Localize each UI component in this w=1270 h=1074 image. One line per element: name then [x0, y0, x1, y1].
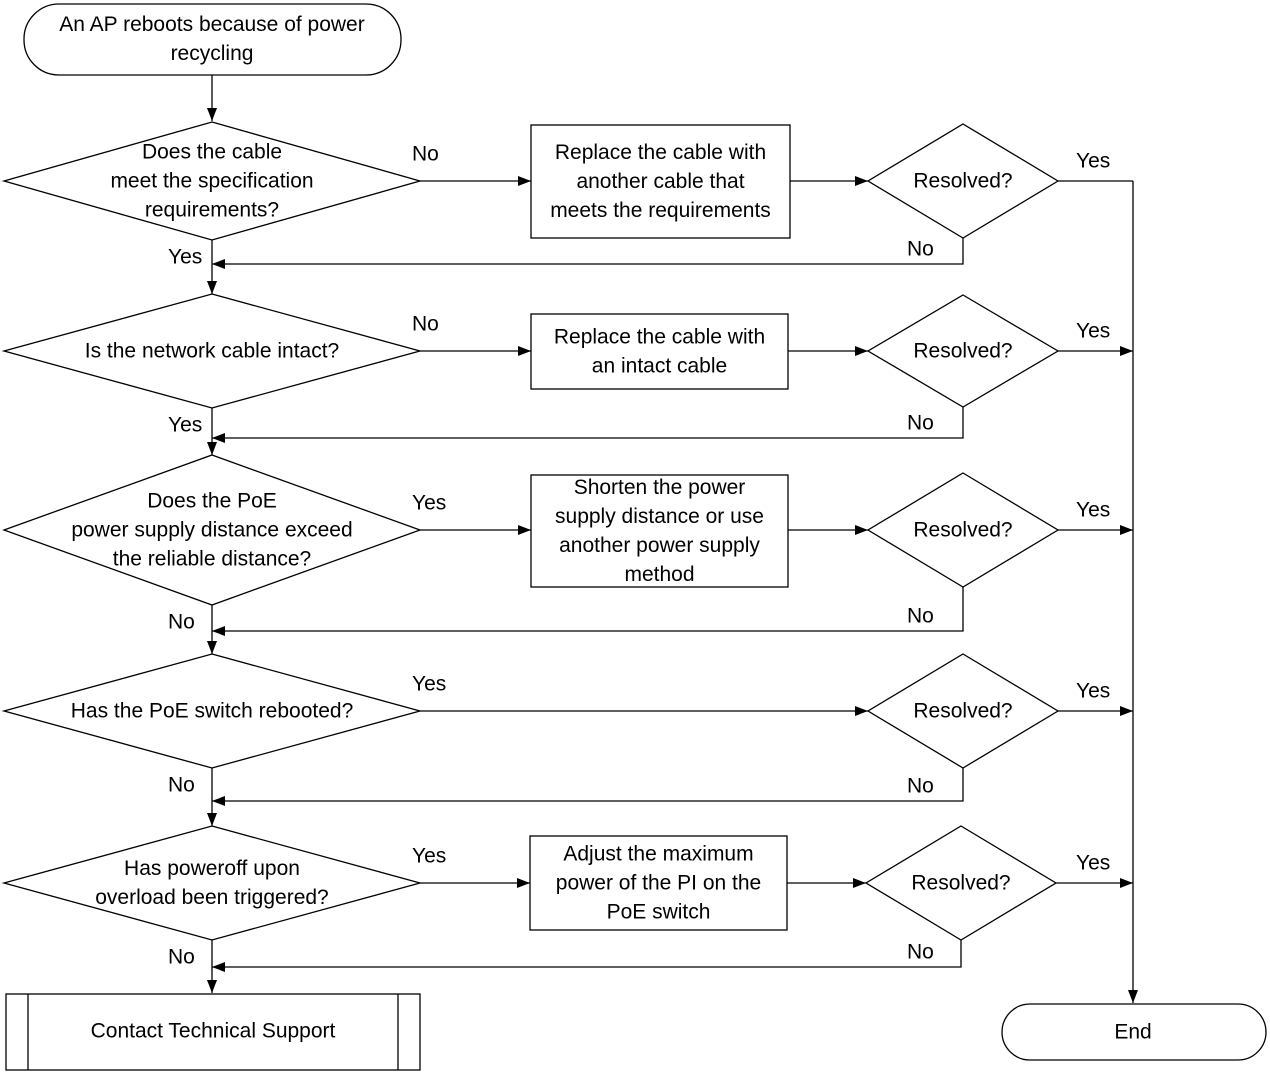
resolved-yes-label: Yes: [1076, 680, 1110, 703]
resolved-no-label: No: [907, 605, 934, 628]
action-text-line: Replace the cable with: [554, 326, 765, 349]
trunk-label: No: [168, 611, 195, 634]
start-connector-arrowhead: [207, 108, 217, 121]
action-text-line: another power supply: [559, 534, 760, 557]
action-text: Replace the cable with an intact cable: [554, 326, 765, 378]
question-text-line: Does the cable: [142, 141, 282, 164]
resolved-yes-label: Yes: [1076, 499, 1110, 522]
trunk-arrowhead: [207, 442, 217, 455]
resolved-yes-label: Yes: [1076, 150, 1110, 173]
question-text: Has poweroff upon overload been triggered…: [95, 857, 329, 909]
end-column-arrowhead: [1128, 990, 1138, 1003]
branch-label: Yes: [412, 492, 446, 515]
question-text-line: meet the specification: [110, 170, 313, 193]
resolved-yes-label: Yes: [1076, 320, 1110, 343]
action-text-line: supply distance or use: [555, 505, 764, 528]
resolved-yes-arrowhead: [1120, 525, 1133, 535]
question-text-line: Has the PoE switch rebooted?: [71, 700, 354, 723]
start-label-line: An AP reboots because of power: [59, 13, 364, 36]
support-label: Contact Technical Support: [91, 1020, 336, 1043]
question-text-line: requirements?: [145, 199, 279, 222]
branch-label: No: [412, 313, 439, 336]
action-text: Adjust the maximum power of the PI on the…: [556, 843, 761, 924]
question-text: Has the PoE switch rebooted?: [71, 700, 354, 723]
support-box: [5, 993, 421, 1071]
action-text-line: meets the requirements: [550, 199, 771, 222]
action-text-line: an intact cable: [592, 355, 727, 378]
resolved-no-arrowhead: [212, 433, 225, 443]
resolved-text: Resolved?: [911, 872, 1010, 895]
resolved-no-connector: [212, 407, 964, 439]
resolved-yes-arrowhead: [1120, 346, 1133, 356]
resolved-no-label: No: [907, 412, 934, 435]
resolved-no-label: No: [907, 775, 934, 798]
resolved-text: Resolved?: [913, 700, 1012, 723]
action-to-resolved-arrowhead: [855, 346, 868, 356]
question-text-line: Is the network cable intact?: [85, 340, 339, 363]
question-text: Does the PoE power supply distance exceed…: [71, 490, 352, 571]
action-to-resolved-arrowhead: [853, 878, 866, 888]
end-terminator: [1001, 1003, 1267, 1061]
question-text-line: Does the PoE: [147, 490, 277, 513]
trunk-arrowhead: [207, 980, 217, 993]
question-to-action-arrowhead: [518, 525, 531, 535]
resolved-text: Resolved?: [913, 519, 1012, 542]
action-text: Shorten the power supply distance or use a…: [555, 476, 764, 586]
action-box: [530, 313, 789, 390]
trunk-arrowhead: [207, 281, 217, 294]
action-text-line: Replace the cable with: [555, 141, 766, 164]
resolved-yes-arrowhead: [1120, 706, 1133, 716]
resolved-no-arrowhead: [212, 962, 225, 972]
trunk-arrowhead: [207, 813, 217, 826]
action-text-line: power of the PI on the: [556, 872, 761, 895]
action-box: [530, 124, 791, 239]
action-box: [529, 835, 788, 931]
question-text-line: Has poweroff upon: [124, 857, 300, 880]
resolved-text: Resolved?: [913, 170, 1012, 193]
action-text-line: method: [624, 563, 694, 586]
question-to-action-arrowhead: [518, 346, 531, 356]
action-text-line: another cable that: [576, 170, 744, 193]
start-label-line: recycling: [171, 42, 254, 65]
action-box: [530, 474, 789, 588]
action-text-line: PoE switch: [607, 901, 711, 924]
branch-label: No: [412, 143, 439, 166]
action-text: Replace the cable with another cable that…: [550, 141, 771, 222]
action-to-resolved-arrowhead: [855, 525, 868, 535]
action-text-line: Shorten the power: [574, 476, 746, 499]
question-text-line: overload been triggered?: [95, 886, 329, 909]
question-text: Does the cable meet the specification requ…: [110, 141, 313, 222]
resolved-no-connector: [212, 768, 964, 802]
resolved-no-connector: [212, 587, 964, 632]
resolved-yes-label: Yes: [1076, 852, 1110, 875]
resolved-no-label: No: [907, 238, 934, 261]
end-label: End: [1114, 1021, 1151, 1044]
question-to-action-arrowhead: [518, 176, 531, 186]
resolved-no-arrowhead: [212, 626, 225, 636]
question-diamond: [1, 825, 423, 941]
question-text-line: the reliable distance?: [113, 548, 311, 571]
resolved-no-connector: [212, 238, 964, 265]
branch-label: Yes: [412, 845, 446, 868]
resolved-no-arrowhead: [212, 259, 225, 269]
resolved-no-arrowhead: [212, 796, 225, 806]
resolved-yes-arrowhead: [1120, 878, 1133, 888]
question-text: Is the network cable intact?: [85, 340, 339, 363]
trunk-label: No: [168, 946, 195, 969]
action-to-resolved-arrowhead: [855, 176, 868, 186]
branch-label: Yes: [412, 673, 446, 696]
trunk-label: Yes: [168, 414, 202, 437]
resolved-text: Resolved?: [913, 340, 1012, 363]
question-to-resolved-arrowhead: [855, 706, 868, 716]
resolved-no-connector: [212, 940, 962, 968]
question-text-line: power supply distance exceed: [71, 519, 352, 542]
resolved-no-label: No: [907, 941, 934, 964]
trunk-label: No: [168, 774, 195, 797]
start-label: An AP reboots because of power recycling: [59, 13, 364, 65]
trunk-label: Yes: [168, 246, 202, 269]
trunk-arrowhead: [207, 641, 217, 654]
action-text-line: Adjust the maximum: [563, 843, 753, 866]
question-to-action-arrowhead: [517, 878, 530, 888]
